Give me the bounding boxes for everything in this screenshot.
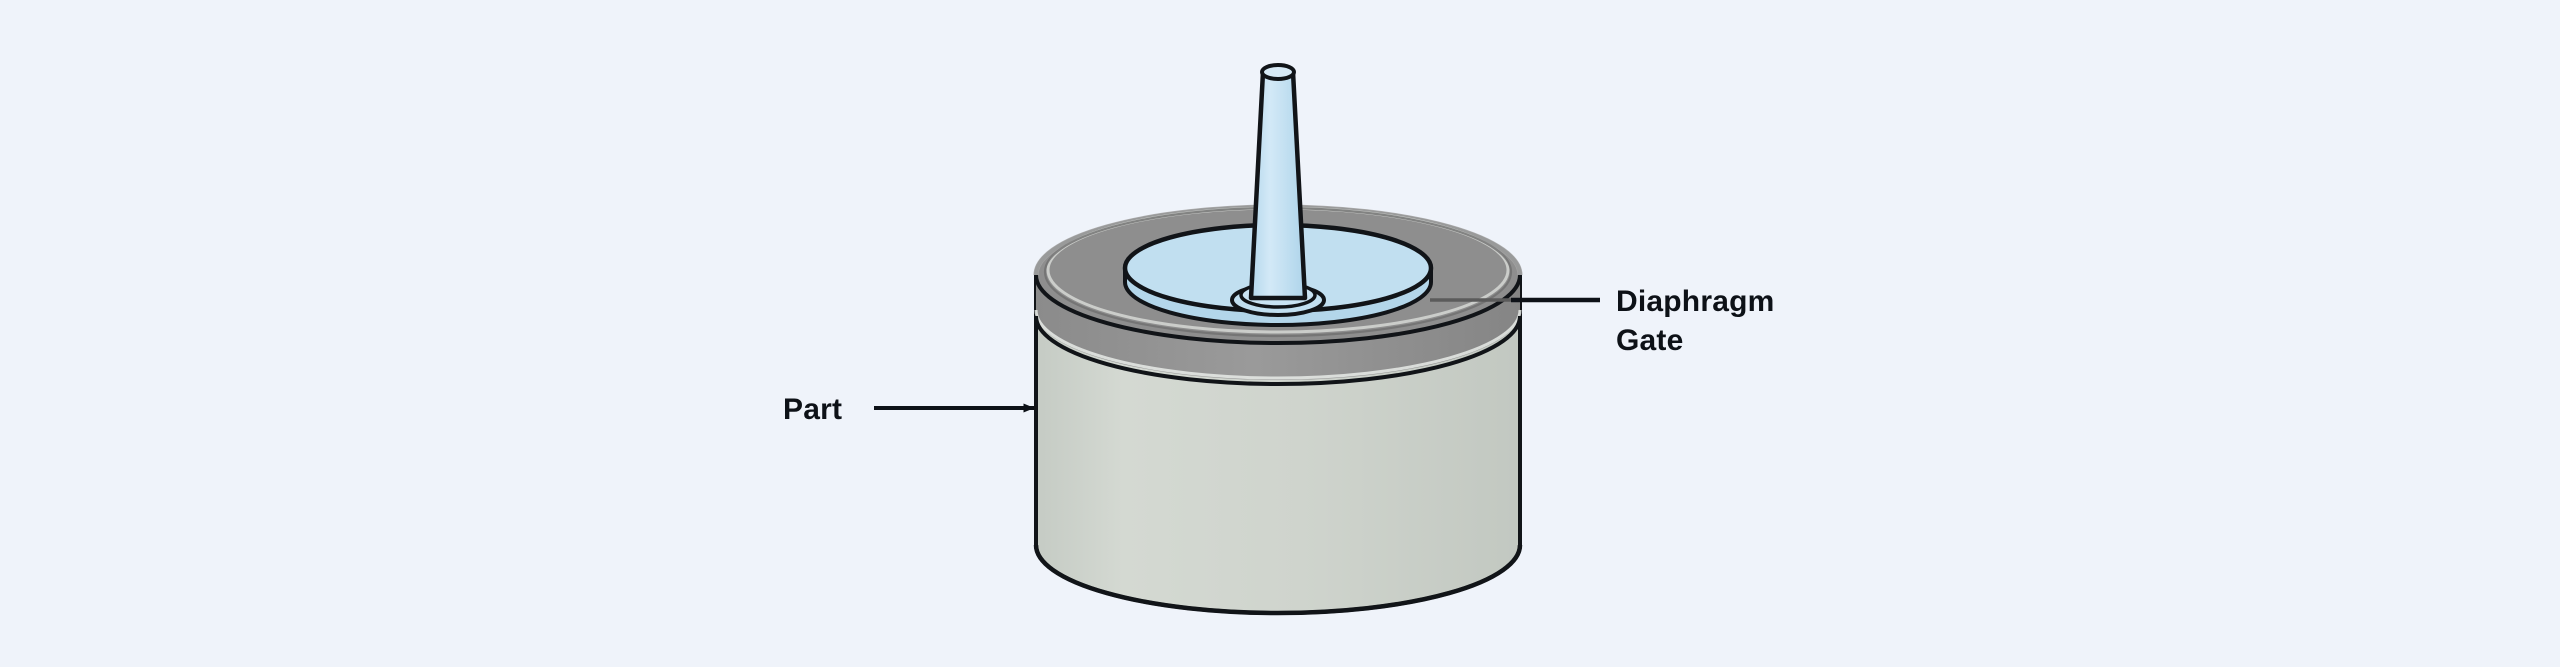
sprue-top-opening xyxy=(1260,63,1296,81)
rim-skirt-highlight xyxy=(1034,309,1522,380)
callout-diaphragm-gate: Diaphragm Gate xyxy=(1430,285,1775,357)
gate-label-line2: Gate xyxy=(1616,324,1684,357)
gate-label-line1: Diaphragm xyxy=(1616,285,1775,318)
sprue-cone-body xyxy=(1248,69,1308,301)
part-bottom-edge xyxy=(1033,544,1523,616)
rim-skirt-bottom-edge xyxy=(1034,315,1522,386)
callout-part: Part xyxy=(783,393,1035,426)
part-label: Part xyxy=(783,393,842,426)
sprue-cone-group xyxy=(1248,63,1308,301)
